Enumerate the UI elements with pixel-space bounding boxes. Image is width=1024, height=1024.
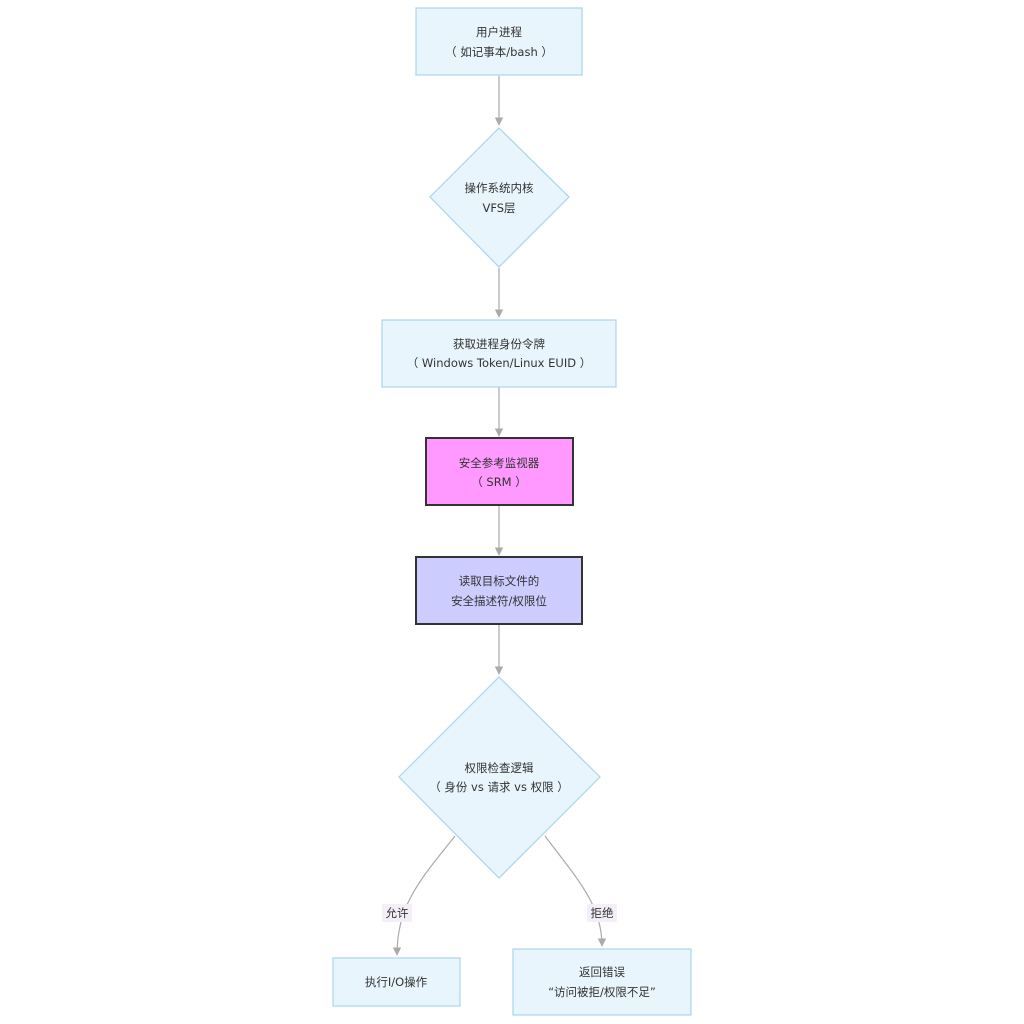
node-user-process: 用户进程 （ 如记事本/bash ）	[415, 7, 583, 76]
node-get-token-line2: （ Windows Token/Linux EUID ）	[407, 356, 591, 370]
node-srm-line2: （ SRM ）	[471, 475, 527, 489]
node-user-process-line1: 用户进程	[476, 25, 522, 39]
node-read-descriptor-line2: 安全描述符/权限位	[451, 594, 547, 608]
node-permission-check-line2: （ 身份 vs 请求 vs 权限 ）	[429, 780, 569, 794]
edge-check-to-error	[544, 835, 607, 947]
node-srm-line1: 安全参考监视器	[459, 456, 540, 470]
edge-label-deny: 拒绝	[587, 904, 617, 922]
node-srm: 安全参考监视器 （ SRM ）	[425, 437, 574, 506]
node-return-error-line1: 返回错误	[579, 965, 625, 979]
edge-check-to-exec	[392, 835, 456, 956]
node-exec-io-line1: 执行I/O操作	[365, 975, 428, 989]
node-kernel-vfs-line2: VFS层	[482, 201, 515, 215]
node-read-descriptor-line1: 读取目标文件的	[459, 574, 540, 588]
node-exec-io: 执行I/O操作	[332, 957, 461, 1007]
node-kernel-vfs-line1: 操作系统内核	[465, 181, 534, 195]
edge-label-allow-text: 允许	[386, 906, 409, 920]
node-permission-check: 权限检查逻辑 （ 身份 vs 请求 vs 权限 ）	[398, 676, 601, 879]
node-return-error: 返回错误 “访问被拒/权限不足”	[512, 948, 692, 1016]
node-get-token: 获取进程身份令牌 （ Windows Token/Linux EUID ）	[381, 319, 617, 388]
node-return-error-line2: “访问被拒/权限不足”	[548, 985, 656, 999]
node-user-process-line2: （ 如记事本/bash ）	[445, 45, 553, 59]
node-read-descriptor: 读取目标文件的 安全描述符/权限位	[415, 556, 583, 625]
node-get-token-line1: 获取进程身份令牌	[453, 337, 545, 351]
edges	[392, 76, 607, 956]
node-permission-check-line1: 权限检查逻辑	[465, 761, 534, 775]
edge-label-allow: 允许	[382, 904, 412, 922]
edge-label-deny-text: 拒绝	[591, 906, 614, 920]
node-kernel-vfs: 操作系统内核 VFS层	[429, 127, 570, 268]
